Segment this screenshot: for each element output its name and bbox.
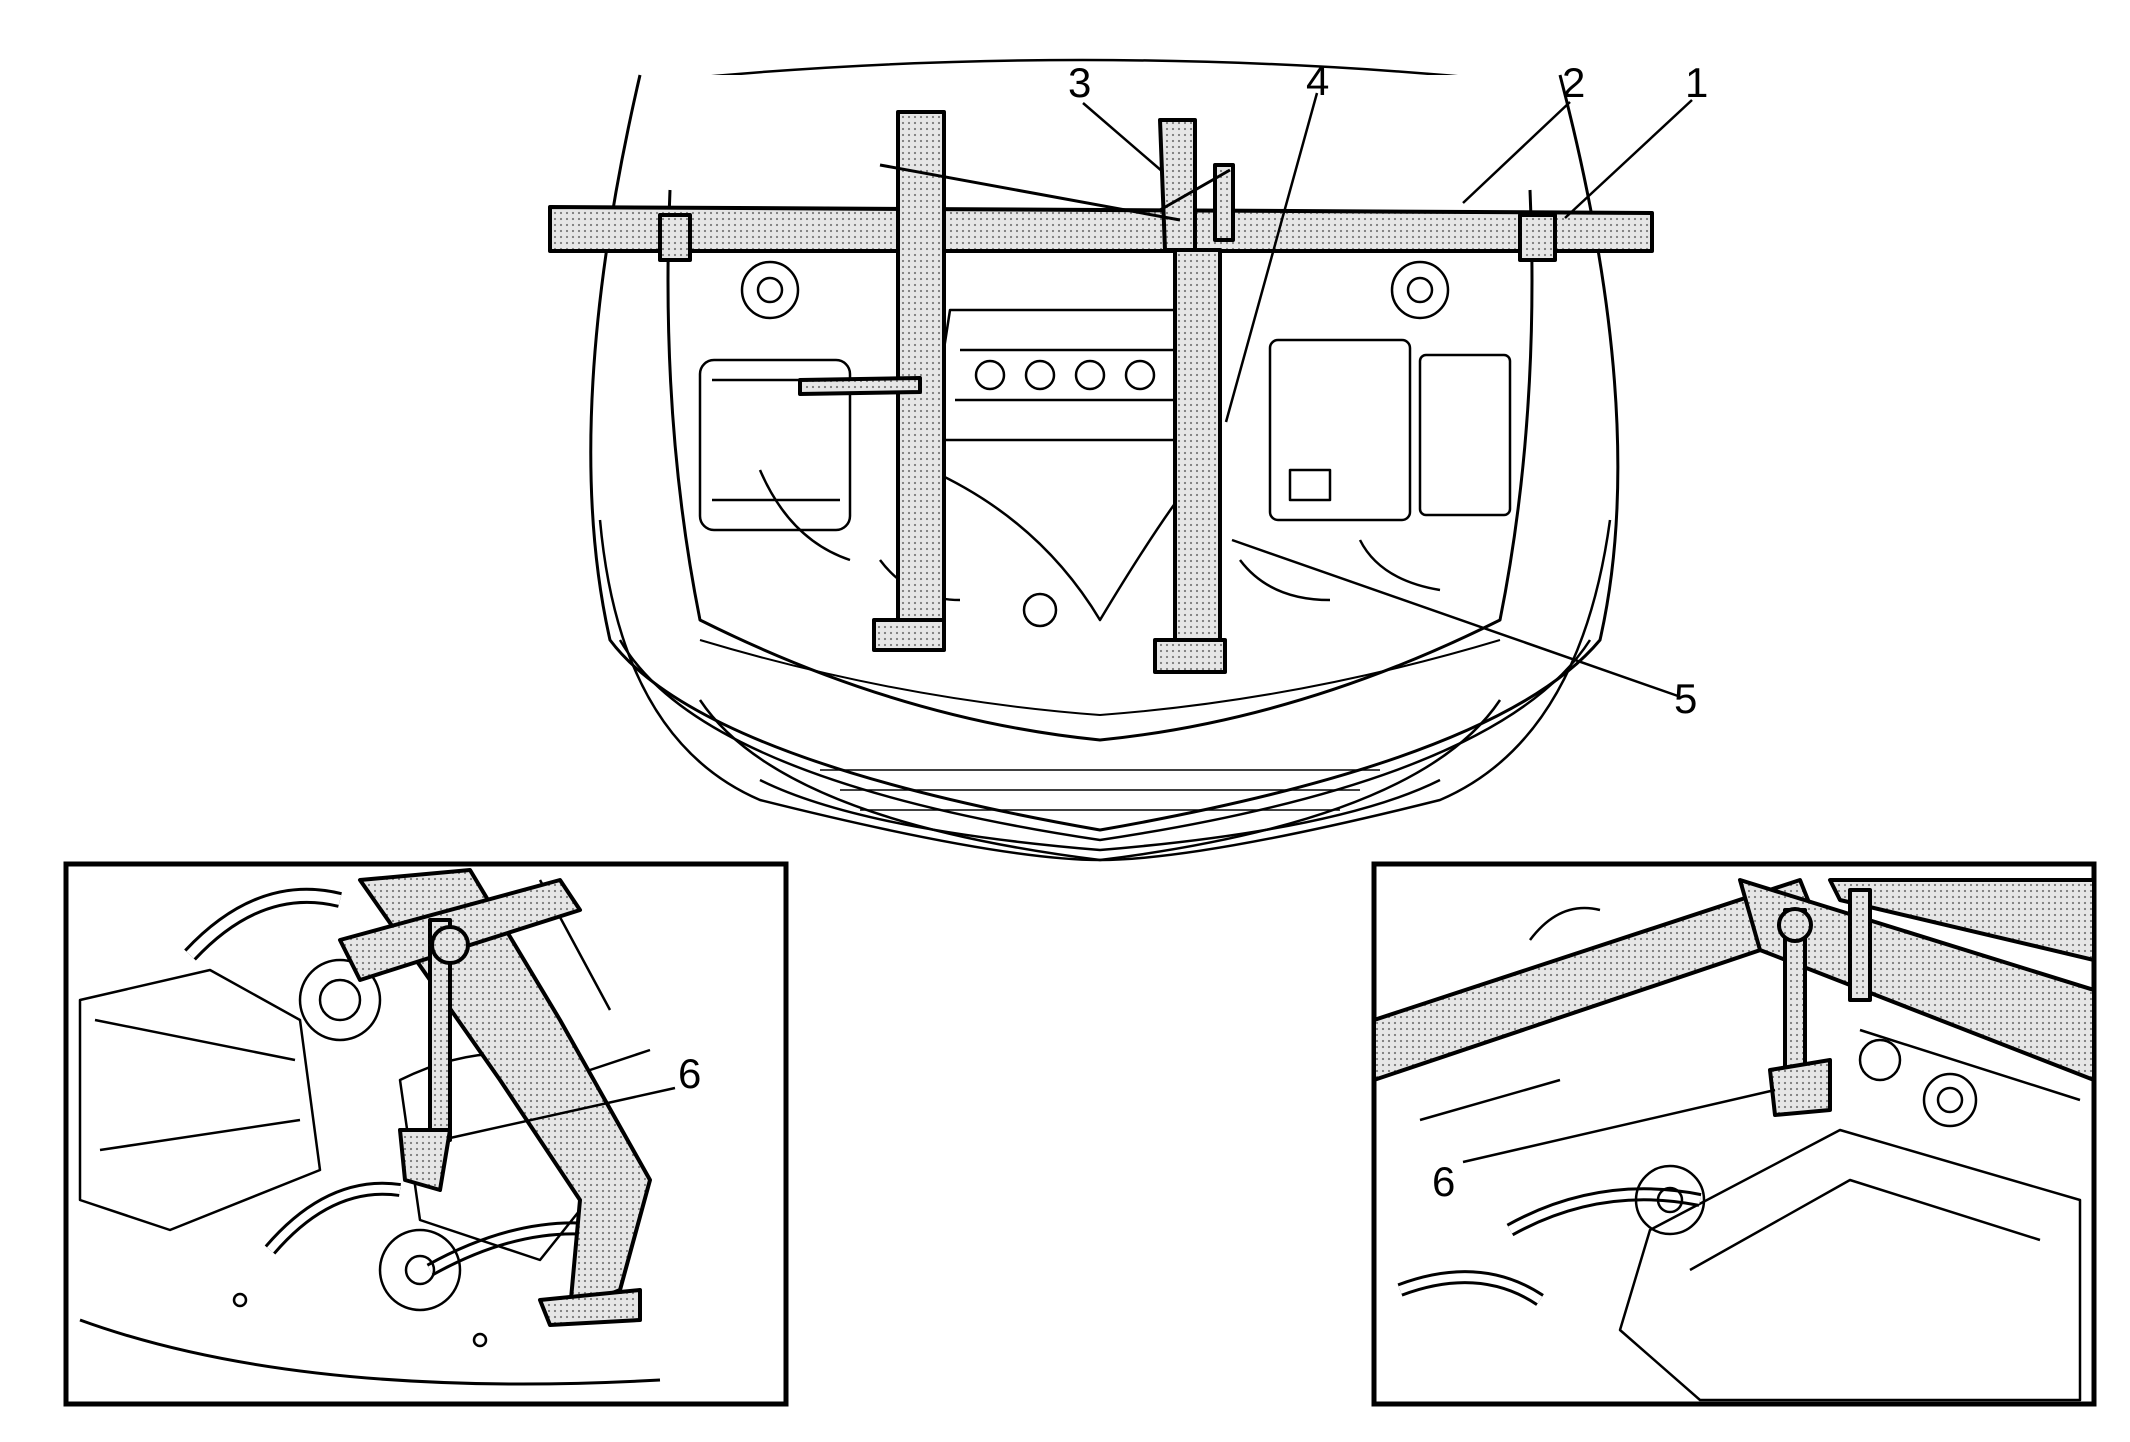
leader-6-right	[1462, 1088, 1776, 1164]
battery	[1268, 338, 1412, 522]
leader-4	[1224, 92, 1319, 423]
fixture-lift-bar	[798, 376, 922, 396]
fixture-right-leg	[1173, 248, 1222, 672]
callout-4: 4	[1306, 57, 1329, 104]
inset-left: 6	[63, 861, 789, 1407]
leader-6-left	[449, 1086, 676, 1140]
main-view	[589, 58, 1620, 862]
inset-right: 6	[1371, 861, 2097, 1407]
fixture-left-leg	[896, 110, 946, 642]
engine-cover	[928, 308, 1202, 442]
callout-1: 1	[1685, 59, 1708, 106]
callout-6-left: 6	[678, 1050, 701, 1097]
leader-5	[1231, 538, 1679, 698]
callout-5: 5	[1674, 675, 1697, 722]
callout-2: 2	[1562, 59, 1585, 106]
leader-3	[1082, 102, 1164, 173]
body-outline	[589, 74, 1620, 832]
fixture-crossbar	[548, 205, 1654, 253]
callout-3: 3	[1068, 59, 1091, 106]
callout-6-right: 6	[1432, 1158, 1455, 1205]
leader-lines	[1082, 92, 1693, 698]
leader-1	[1564, 99, 1693, 219]
leader-2	[1462, 101, 1571, 204]
air-cleaner-box	[698, 358, 852, 532]
engine-bay-outline	[666, 189, 1534, 742]
